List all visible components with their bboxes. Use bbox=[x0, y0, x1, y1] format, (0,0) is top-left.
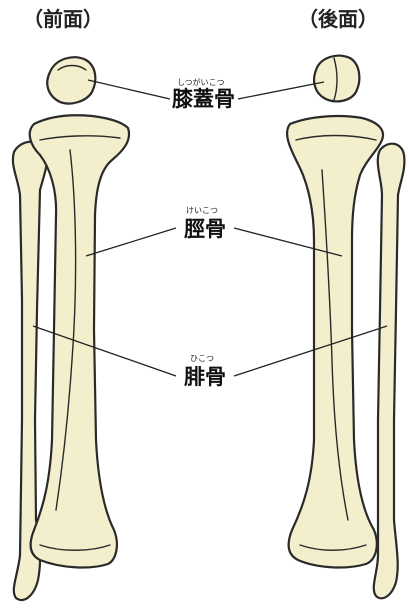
patella-reading: しつがいこつ bbox=[177, 77, 225, 87]
front-tibia bbox=[30, 115, 129, 567]
patella-leader-front bbox=[88, 80, 170, 99]
tibia-label: 脛骨 bbox=[184, 217, 226, 241]
fibula-label: 腓骨 bbox=[184, 365, 226, 389]
patella-label: 膝蓋骨 bbox=[172, 87, 235, 111]
tibia-leader-front bbox=[86, 228, 176, 256]
front-view-title: （前面） bbox=[23, 7, 103, 31]
back-view bbox=[287, 56, 404, 599]
front-view bbox=[13, 57, 129, 600]
fibula-leader-back bbox=[234, 326, 387, 376]
back-view-title: （後面） bbox=[298, 7, 378, 31]
back-tibia bbox=[287, 116, 383, 567]
tibia-reading: けいこつ bbox=[186, 206, 218, 215]
back-fibula bbox=[374, 144, 405, 599]
patella-leader-back bbox=[238, 82, 324, 99]
fibula-reading: ひこつ bbox=[190, 354, 214, 363]
